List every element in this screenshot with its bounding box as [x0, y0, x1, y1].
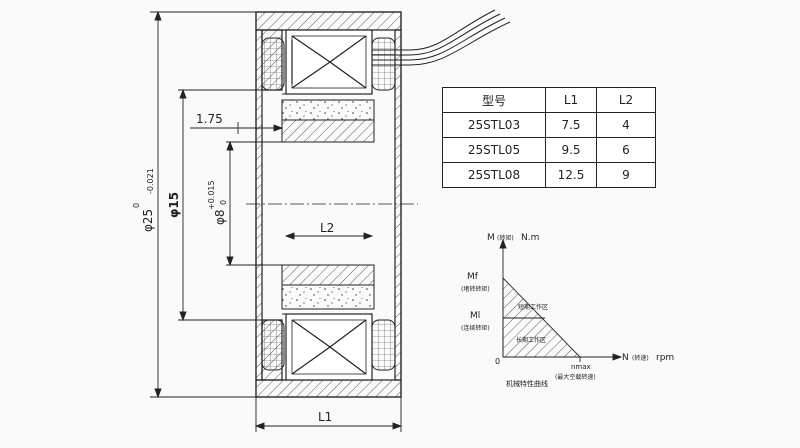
rotor-magnet — [281, 93, 375, 315]
dim-mid-dia: φ15 — [167, 192, 181, 218]
torque-speed-curve — [499, 238, 623, 362]
header-l2: L2 — [596, 87, 656, 113]
mf-label: Mf — [467, 272, 479, 282]
cell-l1: 7.5 — [545, 112, 597, 138]
cell-model: 25STL05 — [442, 137, 546, 163]
table-header-row: 型号 L1 L2 — [442, 87, 656, 113]
origin-label: 0 — [495, 357, 500, 366]
x-axis-unit: rpm — [656, 353, 674, 363]
cell-l2: 9 — [596, 162, 656, 188]
header-l1: L1 — [545, 87, 597, 113]
zone-long: 长期工作区 — [516, 336, 546, 344]
dim-bore-tol-lower: 0 — [219, 200, 228, 205]
dimension-labels: φ25 0 -0.021 φ15 φ8 +0.015 0 1.75 L2 L1 — [132, 112, 334, 424]
cell-model: 25STL08 — [442, 162, 546, 188]
dimension-lines — [150, 10, 403, 432]
dim-step: 1.75 — [196, 112, 223, 126]
dim-outer-dia: φ25 — [141, 209, 155, 232]
table-row: 25STL05 9.5 6 — [442, 137, 656, 163]
cell-l1: 9.5 — [545, 137, 597, 163]
dim-bore-tol-upper: +0.015 — [207, 180, 216, 210]
cell-l2: 4 — [596, 112, 656, 138]
y-axis-note: (转矩) — [497, 234, 514, 242]
header-model: 型号 — [442, 87, 546, 113]
winding-ends — [261, 37, 396, 371]
dim-outer-tol-lower: -0.021 — [146, 168, 155, 194]
table-row: 25STL08 12.5 9 — [442, 162, 656, 188]
cell-l2: 6 — [596, 137, 656, 163]
y-axis-unit: N.m — [521, 233, 539, 243]
coil-top — [285, 29, 373, 95]
nmax-label: nmax — [571, 363, 591, 371]
mf-note: (堵转转矩) — [461, 285, 490, 293]
curve-title: 机械特性曲线 — [506, 379, 548, 388]
curve-labels: M (转矩) N.m Mf (堵转转矩) Ml (连续转矩) 短期工作区 长期工… — [461, 233, 674, 388]
nmax-note: (最大空载转速) — [555, 373, 596, 381]
table-row: 25STL03 7.5 4 — [442, 112, 656, 138]
y-axis-label: M — [487, 233, 495, 243]
spec-table: 型号 L1 L2 25STL03 7.5 4 25STL05 9.5 6 25S… — [442, 87, 656, 188]
cell-model: 25STL03 — [442, 112, 546, 138]
dim-l1: L1 — [318, 410, 332, 424]
x-axis-label: N — [622, 353, 629, 363]
ml-note: (连续转矩) — [461, 324, 490, 332]
x-axis-note: (转速) — [632, 354, 649, 362]
dim-outer-tol-upper: 0 — [132, 203, 141, 208]
coil-bottom — [285, 313, 373, 381]
zone-short: 短期工作区 — [518, 303, 548, 311]
cell-l1: 12.5 — [545, 162, 597, 188]
ml-label: Ml — [470, 311, 480, 321]
dim-bore-dia: φ8 — [213, 209, 227, 225]
dim-l2: L2 — [320, 221, 334, 235]
lead-wires — [372, 9, 511, 66]
